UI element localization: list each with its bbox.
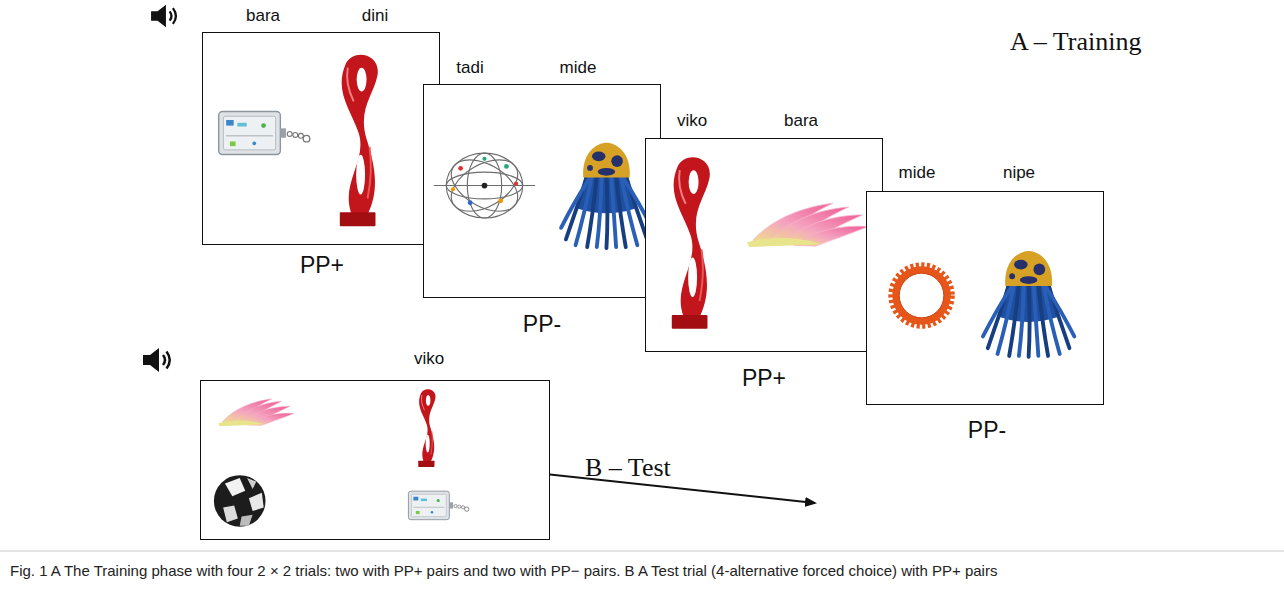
spoken-word: bara: [784, 111, 818, 131]
spoken-word: nipe: [1003, 163, 1035, 183]
spoken-word: viko: [414, 349, 444, 369]
vase-object: [418, 389, 435, 467]
ring-object: [891, 265, 952, 326]
spoken-word: bara: [246, 6, 280, 26]
phase-label: A – Training: [1010, 26, 1142, 57]
spoken-word: tadi: [456, 58, 483, 78]
spoken-word: viko: [677, 111, 707, 131]
vase-object: [672, 157, 710, 329]
keychain-object: [219, 112, 310, 155]
trial-frame: midenipePP-: [866, 191, 1104, 405]
condition-label: PP-: [523, 311, 561, 339]
test-frame: viko: [200, 380, 550, 540]
trial-frame: vikobaraPP+: [645, 138, 883, 352]
speaker-icon: [143, 348, 170, 372]
spoken-word: dini: [362, 6, 388, 26]
test-objects: [201, 381, 549, 539]
caption-rule: [0, 551, 1284, 552]
trial-objects: [203, 33, 439, 244]
phase-label: B – Test: [585, 452, 671, 483]
condition-label: PP+: [742, 365, 786, 393]
speaker-icon: [151, 5, 176, 27]
wing-object: [218, 399, 293, 426]
spoken-word: mide: [899, 163, 936, 183]
condition-label: PP+: [300, 252, 344, 280]
trial-frame: tadimidePP-: [423, 84, 661, 298]
keychain-object: [408, 491, 469, 520]
wire-sphere-object: [434, 149, 535, 222]
wing-object: [747, 203, 868, 247]
trial-objects: [646, 139, 882, 351]
trial-objects: [867, 192, 1103, 404]
vase-object: [340, 55, 378, 226]
spoken-word: mide: [560, 58, 597, 78]
trial-frame: baradiniPP+: [202, 32, 440, 245]
ball-object: [214, 475, 266, 527]
figure-caption: Fig. 1 A The Training phase with four 2 …: [10, 560, 1274, 581]
trial-objects: [424, 85, 660, 297]
condition-label: PP-: [968, 417, 1006, 445]
jelly-object: [561, 143, 652, 248]
jelly-object: [983, 251, 1074, 357]
